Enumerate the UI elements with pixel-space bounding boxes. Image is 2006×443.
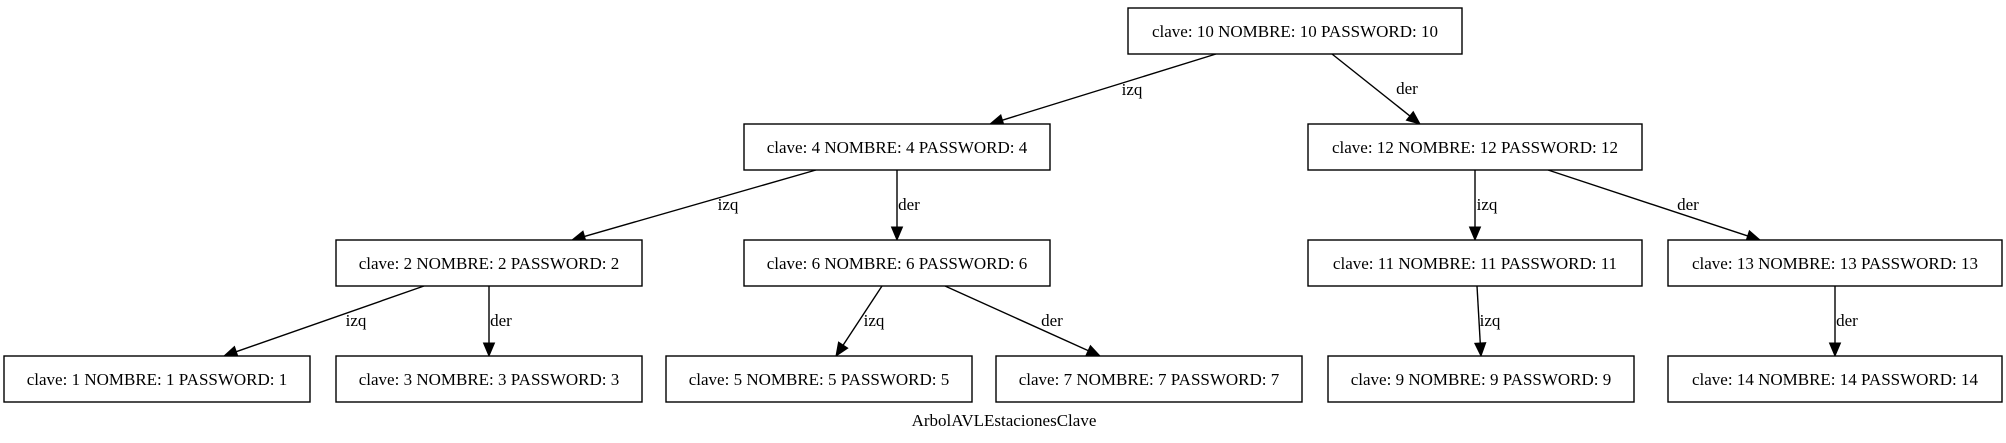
edges-layer: izq der izq der izq der izq der izq der izq der — [222, 53, 1858, 358]
tree-node-label: clave: 6 NOMBRE: 6 PASSWORD: 6 — [767, 254, 1028, 273]
tree-edge-12-13: der — [1547, 169, 1762, 242]
tree-edge-10-12: der — [1331, 53, 1422, 125]
edge-line — [1547, 169, 1748, 237]
tree-node-label: clave: 2 NOMBRE: 2 PASSWORD: 2 — [359, 254, 620, 273]
tree-node-label: clave: 9 NOMBRE: 9 PASSWORD: 9 — [1351, 370, 1612, 389]
tree-edge-4-2: izq — [570, 169, 817, 243]
tree-node-box — [335, 239, 643, 287]
tree-edge-10-4: izq — [988, 53, 1217, 126]
tree-node-label: clave: 3 NOMBRE: 3 PASSWORD: 3 — [359, 370, 620, 389]
edge-label: der — [1396, 79, 1418, 98]
edge-line — [1002, 53, 1217, 121]
tree-node-1: clave: 1 NOMBRE: 1 PASSWORD: 1 — [3, 355, 311, 403]
tree-node-9: clave: 9 NOMBRE: 9 PASSWORD: 9 — [1327, 355, 1635, 403]
tree-node-12: clave: 12 NOMBRE: 12 PASSWORD: 12 — [1307, 123, 1643, 171]
edge-line — [236, 285, 425, 353]
tree-node-box — [1667, 239, 2003, 287]
tree-node-13: clave: 13 NOMBRE: 13 PASSWORD: 13 — [1667, 239, 2003, 287]
edge-label: der — [1677, 195, 1699, 214]
tree-node-10: clave: 10 NOMBRE: 10 PASSWORD: 10 — [1127, 7, 1463, 55]
edge-label: izq — [1477, 195, 1498, 214]
tree-edge-6-7: der — [944, 285, 1102, 357]
edge-line — [584, 169, 817, 238]
tree-node-box — [335, 355, 643, 403]
edge-label: izq — [1122, 80, 1143, 99]
arrowhead-icon — [835, 341, 849, 358]
tree-node-label: clave: 11 NOMBRE: 11 PASSWORD: 11 — [1333, 254, 1617, 273]
arrowhead-icon — [482, 342, 496, 358]
arrowhead-icon — [890, 226, 904, 242]
tree-node-14: clave: 14 NOMBRE: 14 PASSWORD: 14 — [1667, 355, 2003, 403]
edge-label: izq — [864, 311, 885, 330]
tree-node-box — [3, 355, 311, 403]
edge-label: der — [1041, 311, 1063, 330]
tree-node-box — [995, 355, 1303, 403]
tree-node-label: clave: 13 NOMBRE: 13 PASSWORD: 13 — [1692, 254, 1978, 273]
tree-edge-4-6: der — [890, 170, 920, 242]
tree-node-label: clave: 1 NOMBRE: 1 PASSWORD: 1 — [27, 370, 288, 389]
tree-node-box — [743, 239, 1051, 287]
tree-node-box — [665, 355, 973, 403]
tree-node-label: clave: 4 NOMBRE: 4 PASSWORD: 4 — [767, 138, 1028, 157]
tree-node-box — [1667, 355, 2003, 403]
edge-label: izq — [1480, 311, 1501, 330]
tree-node-box — [1307, 123, 1643, 171]
tree-node-2: clave: 2 NOMBRE: 2 PASSWORD: 2 — [335, 239, 643, 287]
tree-edge-6-5: izq — [835, 285, 885, 358]
tree-node-7: clave: 7 NOMBRE: 7 PASSWORD: 7 — [995, 355, 1303, 403]
tree-edge-2-3: der — [482, 286, 512, 358]
edge-label: der — [898, 195, 920, 214]
tree-node-11: clave: 11 NOMBRE: 11 PASSWORD: 11 — [1307, 239, 1643, 287]
edge-line — [1331, 53, 1411, 117]
tree-node-box — [743, 123, 1051, 171]
arrowhead-icon — [1405, 110, 1422, 125]
tree-edge-13-14: der — [1828, 286, 1858, 358]
arrowhead-icon — [1085, 344, 1102, 357]
arrowhead-icon — [1468, 226, 1482, 242]
edge-label: izq — [718, 195, 739, 214]
tree-edge-12-11: izq — [1468, 170, 1498, 242]
edge-line — [944, 285, 1089, 352]
edge-label: der — [490, 311, 512, 330]
tree-node-label: clave: 10 NOMBRE: 10 PASSWORD: 10 — [1152, 22, 1438, 41]
tree-node-3: clave: 3 NOMBRE: 3 PASSWORD: 3 — [335, 355, 643, 403]
tree-node-box — [1127, 7, 1463, 55]
edge-label: der — [1836, 311, 1858, 330]
tree-node-label: clave: 5 NOMBRE: 5 PASSWORD: 5 — [689, 370, 950, 389]
edge-line — [842, 285, 883, 346]
tree-edge-2-1: izq — [222, 285, 425, 358]
tree-node-label: clave: 12 NOMBRE: 12 PASSWORD: 12 — [1332, 138, 1618, 157]
graph-caption: ArbolAVLEstacionesClave — [912, 411, 1097, 430]
tree-node-box — [1327, 355, 1635, 403]
tree-node-4: clave: 4 NOMBRE: 4 PASSWORD: 4 — [743, 123, 1051, 171]
edge-line — [1476, 285, 1481, 344]
nodes-layer: clave: 10 NOMBRE: 10 PASSWORD: 10 clave: … — [3, 7, 2003, 403]
tree-edge-11-9: izq — [1473, 285, 1501, 358]
arrowhead-icon — [1473, 342, 1487, 358]
tree-node-5: clave: 5 NOMBRE: 5 PASSWORD: 5 — [665, 355, 973, 403]
tree-node-label: clave: 14 NOMBRE: 14 PASSWORD: 14 — [1692, 370, 1979, 389]
arrowhead-icon — [1828, 342, 1842, 358]
edge-label: izq — [346, 311, 367, 330]
tree-node-box — [1307, 239, 1643, 287]
tree-node-6: clave: 6 NOMBRE: 6 PASSWORD: 6 — [743, 239, 1051, 287]
tree-node-label: clave: 7 NOMBRE: 7 PASSWORD: 7 — [1019, 370, 1280, 389]
